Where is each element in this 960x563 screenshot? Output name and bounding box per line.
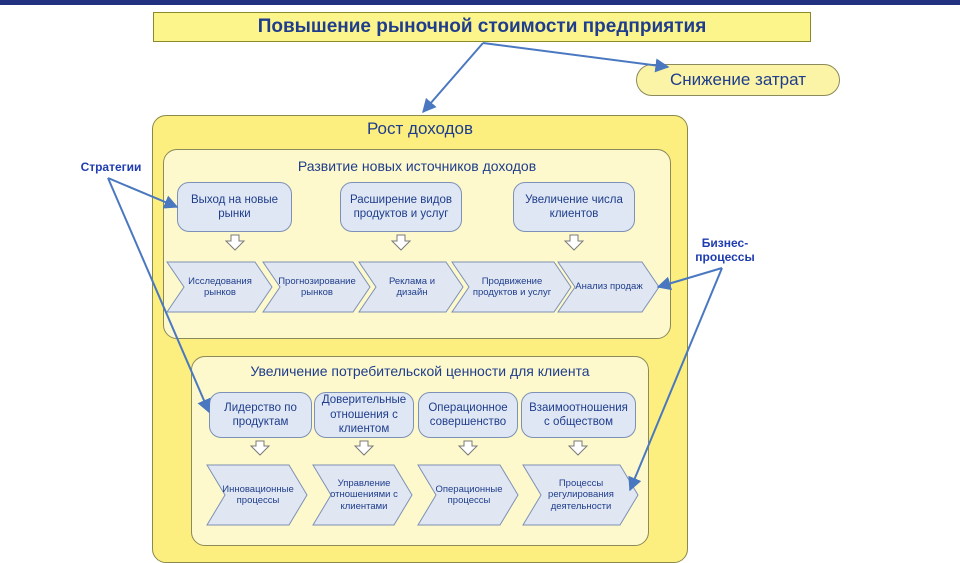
process-promotion: Продвижение продуктов и услуг	[472, 275, 552, 298]
process-chevron-market-research	[166, 261, 273, 313]
down-arrow-3	[563, 234, 585, 251]
down-arrow-5	[353, 440, 375, 456]
cost-reduction-node: Снижение затрат	[636, 64, 840, 96]
down-arrow-4	[249, 440, 271, 456]
top-bar	[0, 0, 960, 5]
process-advertising: Реклама и дизайн	[388, 275, 436, 298]
process-chevron-regulation	[522, 464, 639, 526]
strategy-operational-excellence: Операционное совершенство	[418, 392, 518, 438]
process-forecasting: Прогнозирование рынков	[278, 275, 356, 298]
revenue-growth-title: Рост доходов	[366, 119, 474, 138]
strategy-more-clients: Увеличение числа клиентов	[513, 182, 635, 232]
process-sales-analysis: Анализ продаж	[575, 281, 643, 293]
strategy-product-leadership: Лидерство по продуктам	[209, 392, 312, 438]
down-arrow-2	[390, 234, 412, 251]
main-goal-title: Повышение рыночной стоимости предприятия	[153, 12, 811, 42]
process-chevron-promotion	[451, 261, 572, 313]
section2-title: Увеличение потребительской ценности для …	[250, 363, 590, 379]
down-arrow-7	[567, 440, 589, 456]
strategy-product-range: Расширение видов продуктов и услуг	[340, 182, 462, 232]
process-chevron-advertising	[358, 261, 464, 313]
process-chevron-client-management	[312, 464, 413, 526]
down-arrow-1	[224, 234, 246, 251]
strategies-label: Стратегии	[80, 160, 142, 174]
process-chevron-sales-analysis	[557, 261, 660, 313]
process-chevron-innovation	[206, 464, 308, 526]
connector-goal-to-costs	[482, 42, 670, 73]
process-client-management: Управление отношениями с клиентами	[330, 477, 398, 512]
strategy-client-trust: Доверительные отношения с клиентом	[314, 392, 414, 438]
process-chevron-forecasting	[262, 261, 371, 313]
connector-strategies-to-leadership	[107, 177, 211, 414]
strategy-society-relations: Взаимоотношения с обществом	[521, 392, 636, 438]
connector-bp-to-regulation	[628, 267, 723, 492]
connector-bp-to-sales-analysis	[656, 267, 723, 291]
connector-goal-to-revenue	[422, 42, 484, 114]
process-chevron-operations	[417, 464, 519, 526]
process-operations: Операционные процессы	[435, 483, 503, 506]
down-arrow-6	[457, 440, 479, 456]
strategy-new-markets: Выход на новые рынки	[177, 182, 292, 232]
process-market-research: Исследования рынков	[188, 275, 252, 298]
connector-strategies-to-new-markets	[107, 177, 179, 209]
business-processes-label: Бизнес-процессы	[695, 236, 755, 265]
section1-title: Развитие новых источников доходов	[297, 158, 537, 174]
process-regulation: Процессы регулирования деятельности	[548, 477, 614, 512]
process-innovation: Инновационные процессы	[222, 483, 294, 506]
